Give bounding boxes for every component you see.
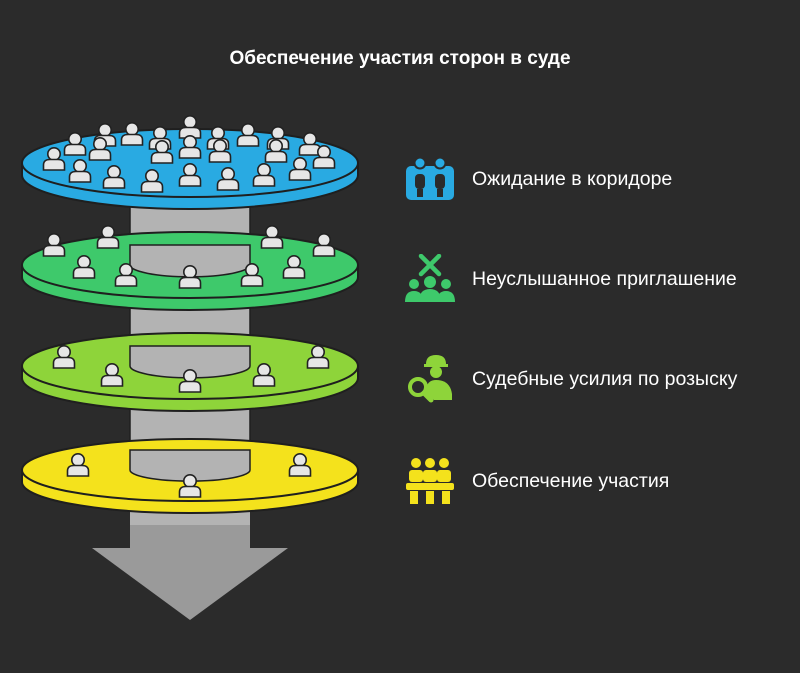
seated-group-icon xyxy=(406,458,454,504)
down-arrow xyxy=(92,520,288,620)
legend-item-participation: Обеспечение участия xyxy=(404,456,794,506)
stage-search xyxy=(21,297,359,412)
legend-label-waiting: Ожидание в коридоре xyxy=(472,167,673,190)
stage-waiting xyxy=(21,115,359,210)
group-cross-icon xyxy=(405,254,455,302)
person-icon xyxy=(178,115,202,139)
legend-label-participation: Обеспечение участия xyxy=(472,469,670,492)
stage-unheard xyxy=(21,195,359,311)
diagram-title: Обеспечение участия сторон в суде xyxy=(229,48,571,69)
legend-item-waiting: Ожидание в коридоре xyxy=(404,154,794,204)
people-waiting-icon xyxy=(406,156,454,200)
legend-label-unheard: Неуслышанное приглашение xyxy=(472,267,737,290)
stage-participation xyxy=(21,399,359,514)
legend-label-search: Судебные усилия по розыску xyxy=(472,367,738,390)
search-officer-icon xyxy=(408,355,452,403)
legend-item-unheard: Неуслышанное приглашение xyxy=(404,254,794,304)
legend-item-search: Судебные усилия по розыску xyxy=(404,354,794,404)
